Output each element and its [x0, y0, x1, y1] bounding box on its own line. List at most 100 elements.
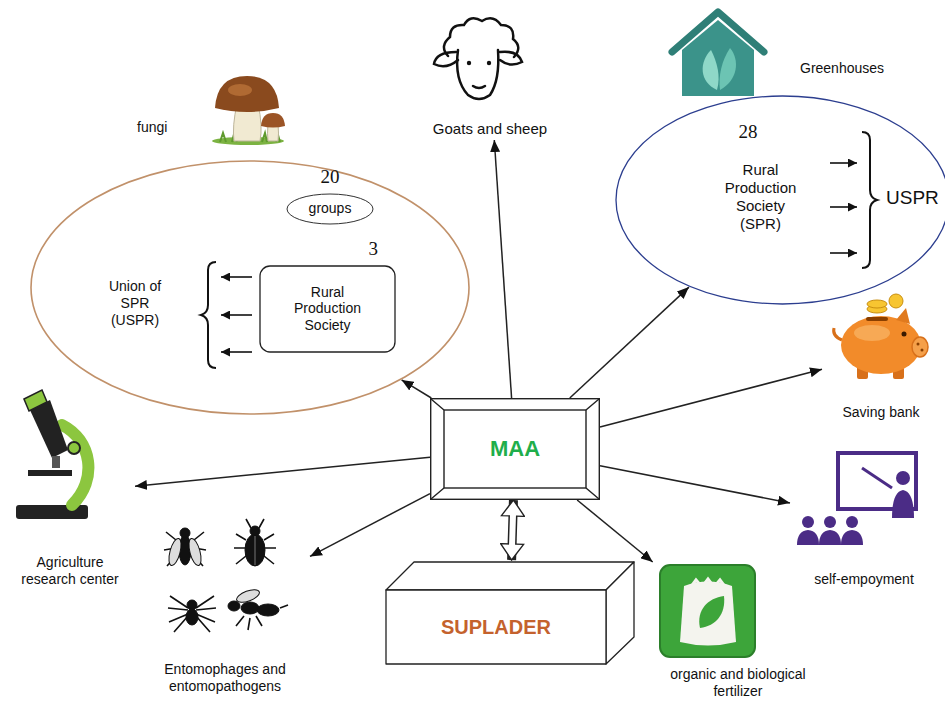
box-3d-outline	[386, 562, 634, 590]
connector-group	[600, 466, 790, 503]
spider-icon	[186, 609, 198, 625]
fertilizer-icon	[660, 565, 755, 657]
bracket-right	[830, 162, 857, 164]
beetle-icon	[245, 534, 265, 566]
piggy-bank-icon	[834, 328, 842, 340]
arrow-connector	[570, 287, 689, 398]
node-text: Saving bank	[842, 404, 919, 421]
box-3d: SUPLADER	[385, 560, 635, 665]
microscope-icon	[24, 390, 47, 411]
bracket-left	[221, 351, 252, 353]
connector-group	[494, 140, 511, 398]
greenhouse-icon	[672, 12, 764, 96]
connector-group	[577, 500, 653, 562]
wasp-icon	[228, 601, 240, 611]
wasp-icon	[235, 587, 261, 605]
bracket-right	[830, 206, 857, 208]
arrow-connector	[135, 457, 430, 486]
node-text: Rural Production Society (SPR)	[718, 161, 803, 233]
double-arrow	[512, 500, 514, 560]
icon-label: Greenhouses	[800, 60, 884, 77]
connector-group	[310, 494, 430, 557]
fly-icon	[167, 537, 184, 567]
wasp-icon	[280, 605, 288, 608]
piggy-bank-icon	[841, 316, 921, 374]
arrow-connector	[402, 380, 432, 398]
spider-icon	[168, 596, 216, 632]
node-text: USPR	[886, 187, 945, 210]
arrow-connector	[494, 140, 511, 398]
bracket-right	[830, 132, 877, 268]
microscope-icon	[52, 456, 60, 468]
sheep-icon	[473, 86, 485, 88]
connector-group	[570, 287, 689, 398]
piggy-bank-icon	[896, 308, 910, 324]
beetle-icon	[255, 536, 256, 565]
bevel-frame	[444, 410, 586, 488]
bevel-frame	[431, 399, 600, 500]
connector-group	[135, 457, 430, 486]
node-text: Entomophages and entomopathogens	[145, 661, 305, 695]
microscope-icon	[16, 390, 88, 519]
node-text: 3	[255, 238, 400, 261]
bevel-frame	[431, 399, 600, 500]
connector-group	[402, 380, 432, 398]
sheep-icon	[434, 52, 458, 66]
teacher-icon	[892, 490, 914, 518]
wasp-icon	[257, 604, 279, 616]
icon-node: Goats and sheep	[405, 12, 575, 140]
piggy-bank-icon	[834, 294, 928, 379]
box-3d-outline	[386, 590, 606, 664]
fertilizer-icon	[660, 565, 755, 657]
fertilizer-icon	[690, 579, 726, 588]
icon-node: Entomophages and entomopathogens	[140, 505, 310, 697]
society-ellipse: 28Rural Production Society (SPR)USPR	[615, 95, 945, 305]
microscope-icon	[68, 442, 80, 454]
box-3d-outline	[386, 562, 634, 664]
piggy-bank-icon	[902, 332, 907, 337]
bracket-left	[221, 314, 252, 316]
node-text: Goats and sheep	[433, 120, 547, 138]
node-text: organic and biological fertilizer	[649, 666, 827, 700]
beetle-icon	[234, 519, 276, 566]
arrow-connector	[600, 369, 822, 427]
double-arrow-inner	[509, 514, 516, 546]
groups-oval: 20groups	[280, 166, 380, 246]
fertilizer-icon	[699, 596, 724, 628]
icon-label: fungi	[137, 119, 167, 136]
sheep-icon	[487, 61, 491, 65]
fly-icon	[187, 537, 204, 567]
arrow-connector	[600, 466, 790, 503]
box-3d-outline	[385, 560, 635, 665]
bracket-left	[221, 276, 252, 278]
box-3d-outline	[606, 562, 634, 664]
connector-group	[600, 369, 822, 427]
node-text: Agriculture research center	[13, 554, 128, 588]
microscope-icon	[30, 400, 68, 458]
sheep-icon	[457, 50, 498, 99]
process-box: 3Rural Production Society	[255, 238, 400, 358]
bevel-frame	[431, 399, 600, 500]
beetle-icon	[234, 519, 276, 564]
bracket-left	[201, 262, 216, 368]
icon-node: Saving bank	[822, 285, 940, 423]
teacher-icon	[824, 516, 836, 528]
wasp-icon	[236, 616, 262, 630]
greenhouse-icon	[672, 12, 764, 52]
node-text: 20	[280, 166, 380, 189]
greenhouse-icon	[703, 50, 719, 90]
piggy-bank-icon	[866, 317, 888, 321]
wasp-icon	[228, 587, 288, 630]
ellipse-outline	[31, 161, 469, 414]
bracket-right	[862, 132, 877, 268]
fertilizer-icon	[680, 582, 736, 646]
fly-icon	[180, 528, 190, 538]
microscope-icon	[28, 470, 72, 476]
bracket-left	[201, 262, 252, 368]
fly-icon	[164, 528, 206, 567]
teacher-icon	[862, 468, 892, 488]
arrow-connector	[310, 494, 430, 557]
mushroom-icon	[228, 84, 252, 96]
sheep-icon	[434, 18, 522, 99]
central-box: MAA	[430, 398, 600, 500]
